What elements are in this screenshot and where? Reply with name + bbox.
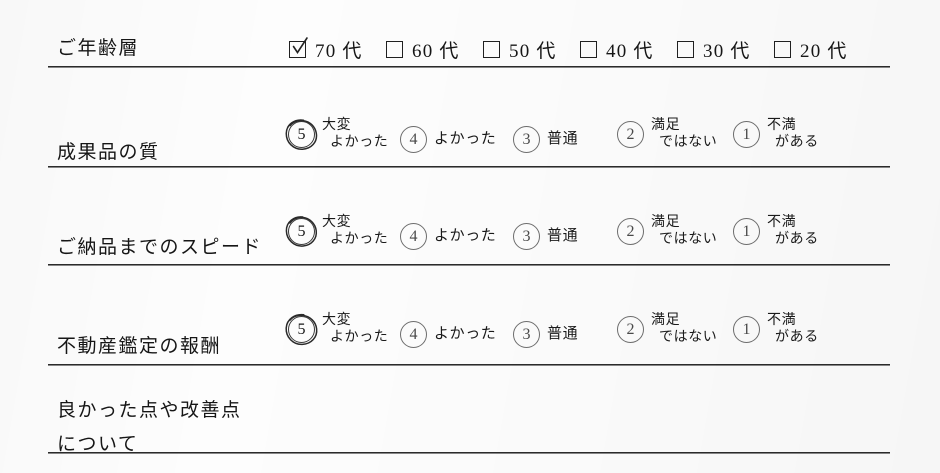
scale-label-3: 普通 (547, 130, 579, 147)
checkbox-70-box[interactable] (289, 37, 308, 58)
check-icon (292, 37, 308, 54)
scale-number-3: 3 (522, 325, 531, 343)
scale-circle-3[interactable]: 3 (513, 321, 540, 348)
scale-number-5: 5 (297, 125, 306, 143)
row-separator-4 (48, 364, 890, 365)
scale-circle-5[interactable]: 5 (285, 313, 318, 346)
scale-number-5: 5 (297, 222, 306, 240)
scale-circle-2[interactable]: 2 (617, 218, 644, 246)
scale-circle-5[interactable]: 5 (285, 216, 318, 247)
checkbox-50-label: 50 代 (509, 41, 557, 62)
scale-circle-4[interactable]: 4 (400, 223, 427, 250)
scale-option-quality-1[interactable]: 1 不満 がある (733, 118, 819, 151)
checkbox-60-label: 60 代 (412, 41, 460, 62)
scale-label-2: 満足 ではない (651, 215, 718, 247)
scale-number-3: 3 (522, 227, 531, 245)
scale-option-fee-5[interactable]: 5 大変 よかった (285, 313, 389, 346)
scale-label-1: 不満 がある (767, 118, 819, 150)
scale-option-fee-4[interactable]: 4 よかった (400, 321, 496, 348)
scale-option-speed-5[interactable]: 5 大変 よかった (285, 215, 389, 248)
scale-number-5: 5 (297, 320, 306, 338)
checkbox-option-20[interactable]: 20 代 (774, 36, 848, 63)
row-label-appraisal-fee: 不動産鑑定の報酬 (57, 336, 222, 357)
checkbox-option-30[interactable]: 30 代 (677, 36, 751, 63)
scale-option-quality-3[interactable]: 3 普通 (513, 126, 578, 153)
row-label-quality: 成果品の質 (57, 142, 160, 163)
checkbox-30-label: 30 代 (703, 41, 751, 62)
scale-number-2: 2 (626, 125, 635, 143)
row-label-age-group: ご年齢層 (57, 38, 140, 59)
checkbox-60-box[interactable] (386, 41, 403, 58)
scale-number-4: 4 (409, 227, 418, 245)
scale-option-quality-5[interactable]: 5 大変 よかった (285, 118, 389, 151)
scale-number-1: 1 (742, 125, 751, 143)
row-separator-5 (48, 452, 890, 453)
scale-circle-5[interactable]: 5 (285, 119, 318, 150)
scale-circle-2[interactable]: 2 (617, 316, 644, 344)
scale-option-quality-4[interactable]: 4 よかった (400, 126, 496, 153)
scale-label-4: よかった (434, 227, 497, 244)
scale-circle-1[interactable]: 1 (733, 121, 760, 149)
scale-option-fee-1[interactable]: 1 不満 がある (733, 313, 819, 346)
row-separator-1 (48, 66, 890, 67)
scale-label-3: 普通 (547, 227, 579, 244)
scale-number-4: 4 (409, 130, 418, 148)
scale-number-4: 4 (409, 325, 418, 343)
scale-circle-4[interactable]: 4 (400, 126, 427, 153)
scale-label-4: よかった (434, 325, 497, 342)
scale-option-quality-2[interactable]: 2 満足 ではない (617, 118, 717, 151)
row-label-free-comment-line2: について (57, 434, 139, 455)
scale-circle-1[interactable]: 1 (733, 218, 760, 246)
scale-label-5: 大変 よかった (322, 118, 389, 150)
checkbox-option-40[interactable]: 40 代 (580, 36, 654, 63)
row-separator-2 (48, 166, 890, 167)
scale-label-5: 大変 よかった (322, 215, 389, 247)
scale-circle-3[interactable]: 3 (513, 126, 540, 153)
checkbox-20-box[interactable] (774, 41, 791, 58)
scale-label-5: 大変 よかった (322, 313, 389, 345)
scale-label-1: 不満 がある (767, 313, 819, 345)
checkbox-option-50[interactable]: 50 代 (483, 36, 557, 63)
scale-number-3: 3 (522, 130, 531, 148)
scale-option-speed-3[interactable]: 3 普通 (513, 223, 578, 250)
checkbox-50-box[interactable] (483, 41, 500, 58)
scale-option-speed-2[interactable]: 2 満足 ではない (617, 215, 717, 248)
scale-option-speed-1[interactable]: 1 不満 がある (733, 215, 819, 248)
scale-number-1: 1 (742, 222, 751, 240)
scale-circle-4[interactable]: 4 (400, 321, 427, 348)
checkbox-option-70[interactable]: 70 代 (289, 36, 363, 63)
scale-number-2: 2 (626, 320, 635, 338)
free-comment-answer-area[interactable] (290, 380, 885, 448)
scale-label-3: 普通 (547, 325, 579, 342)
scale-circle-2[interactable]: 2 (617, 121, 644, 149)
row-separator-3 (48, 264, 890, 265)
row-label-delivery-speed: ご納品までのスピード (57, 237, 263, 258)
checkbox-20-label: 20 代 (800, 41, 848, 62)
checkbox-70-label: 70 代 (315, 41, 363, 62)
scale-label-4: よかった (434, 130, 497, 147)
scale-option-speed-4[interactable]: 4 よかった (400, 223, 496, 250)
checkbox-30-box[interactable] (677, 41, 694, 58)
checkbox-40-label: 40 代 (606, 41, 654, 62)
checkbox-option-60[interactable]: 60 代 (386, 36, 460, 63)
scale-number-2: 2 (626, 222, 635, 240)
scale-label-2: 満足 ではない (651, 313, 718, 345)
scale-option-fee-3[interactable]: 3 普通 (513, 321, 578, 348)
scale-number-1: 1 (742, 320, 751, 338)
scale-circle-3[interactable]: 3 (513, 223, 540, 250)
scale-label-1: 不満 がある (767, 215, 819, 247)
scale-label-2: 満足 ではない (651, 118, 718, 150)
scale-option-fee-2[interactable]: 2 満足 ではない (617, 313, 717, 346)
row-label-free-comment-line1: 良かった点や改善点 (57, 400, 242, 421)
checkbox-40-box[interactable] (580, 41, 597, 58)
scale-circle-1[interactable]: 1 (733, 316, 760, 344)
